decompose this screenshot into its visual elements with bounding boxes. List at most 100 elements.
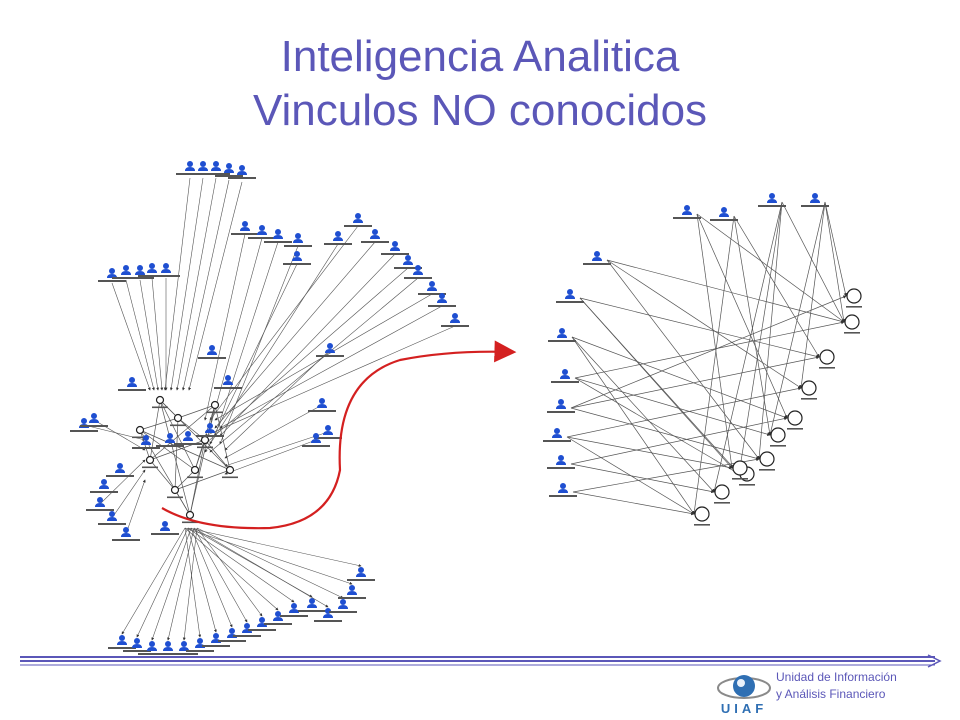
link-edge xyxy=(111,282,151,391)
link-edge xyxy=(733,215,772,436)
person-icon xyxy=(126,265,154,279)
person-icon xyxy=(108,635,136,649)
link-edge xyxy=(188,404,216,516)
person-icon xyxy=(198,345,226,359)
link-edge xyxy=(193,527,248,623)
link-edge xyxy=(193,527,329,608)
person-icon xyxy=(154,641,182,655)
link-edge xyxy=(579,297,733,469)
person-icon xyxy=(284,233,312,247)
link-edge xyxy=(184,527,353,585)
link-edge xyxy=(159,399,231,471)
link-edge xyxy=(177,404,216,419)
person-icon xyxy=(314,608,342,622)
link-edge xyxy=(574,320,845,379)
account-node-icon xyxy=(846,288,862,308)
link-edge xyxy=(121,527,186,635)
person-icon xyxy=(547,399,575,413)
person-icon xyxy=(156,433,184,447)
account-node-icon xyxy=(714,484,730,504)
person-icon xyxy=(70,418,98,432)
person-icon xyxy=(231,221,259,235)
person-icon xyxy=(547,455,575,469)
link-edge xyxy=(187,527,362,567)
person-icon xyxy=(118,377,146,391)
link-edge xyxy=(204,233,246,421)
person-icon xyxy=(174,431,202,445)
account-node-icon xyxy=(182,510,198,524)
person-icon xyxy=(344,213,372,227)
uiaf-logo-icon: UIAF xyxy=(717,675,771,716)
person-icon xyxy=(673,205,701,219)
link-edge xyxy=(204,243,339,453)
link-edge xyxy=(224,431,329,467)
link-edge xyxy=(136,527,189,638)
link-edge xyxy=(175,177,217,391)
link-edge xyxy=(219,253,396,437)
person-icon xyxy=(302,433,330,447)
right-network-graph xyxy=(543,193,862,526)
link-edge xyxy=(571,336,695,515)
account-node-icon xyxy=(819,349,835,369)
account-node-icon xyxy=(170,413,186,427)
left-network-graph xyxy=(70,161,469,655)
account-node-icon xyxy=(732,460,748,480)
person-icon xyxy=(218,628,246,642)
connection-arrow xyxy=(161,340,517,530)
person-icon xyxy=(758,193,786,207)
account-node-icon xyxy=(770,427,786,447)
link-edge xyxy=(799,201,826,389)
person-icon xyxy=(202,161,230,175)
footer-rule xyxy=(20,654,942,668)
link-edge xyxy=(566,386,802,438)
link-edge xyxy=(606,259,760,460)
link-edge xyxy=(570,355,820,409)
link-edge xyxy=(149,404,216,461)
link-edge xyxy=(224,349,331,451)
person-icon xyxy=(112,527,140,541)
link-edge xyxy=(696,213,734,469)
person-icon xyxy=(106,463,134,477)
link-edge xyxy=(209,263,298,445)
link-edge xyxy=(184,527,279,611)
person-icon xyxy=(138,641,166,655)
link-edge xyxy=(692,215,735,515)
person-icon xyxy=(338,585,366,599)
link-edge xyxy=(768,201,826,436)
link-edge xyxy=(139,429,231,471)
person-icon xyxy=(214,375,242,389)
person-icon xyxy=(202,633,230,647)
link-edge xyxy=(606,259,802,389)
link-edge xyxy=(190,527,233,628)
person-icon xyxy=(152,263,180,277)
link-edge xyxy=(209,237,263,429)
link-edge xyxy=(570,407,760,460)
account-node-icon xyxy=(132,425,148,439)
link-edge xyxy=(757,201,783,460)
person-icon xyxy=(248,617,276,631)
link-edge xyxy=(187,527,295,603)
link-edge xyxy=(824,201,848,297)
link-edge xyxy=(125,479,146,535)
person-icon xyxy=(186,638,214,652)
link-edge xyxy=(163,177,191,391)
link-edge xyxy=(574,377,740,475)
link-edge xyxy=(606,259,845,323)
link-edge xyxy=(566,436,733,470)
person-icon xyxy=(308,398,336,412)
account-node-icon xyxy=(152,395,168,409)
link-edge xyxy=(182,527,198,641)
link-edge xyxy=(214,404,232,471)
person-icon xyxy=(98,268,126,282)
person-icon xyxy=(710,207,738,221)
link-edge xyxy=(204,325,456,437)
person-icon xyxy=(132,435,160,449)
link-edge xyxy=(184,527,202,638)
person-icon xyxy=(428,293,456,307)
person-icon xyxy=(264,611,292,625)
person-icon xyxy=(381,241,409,255)
account-node-icon xyxy=(167,485,183,499)
link-edge xyxy=(187,527,217,633)
link-edge xyxy=(188,181,243,391)
link-edge xyxy=(173,417,179,491)
